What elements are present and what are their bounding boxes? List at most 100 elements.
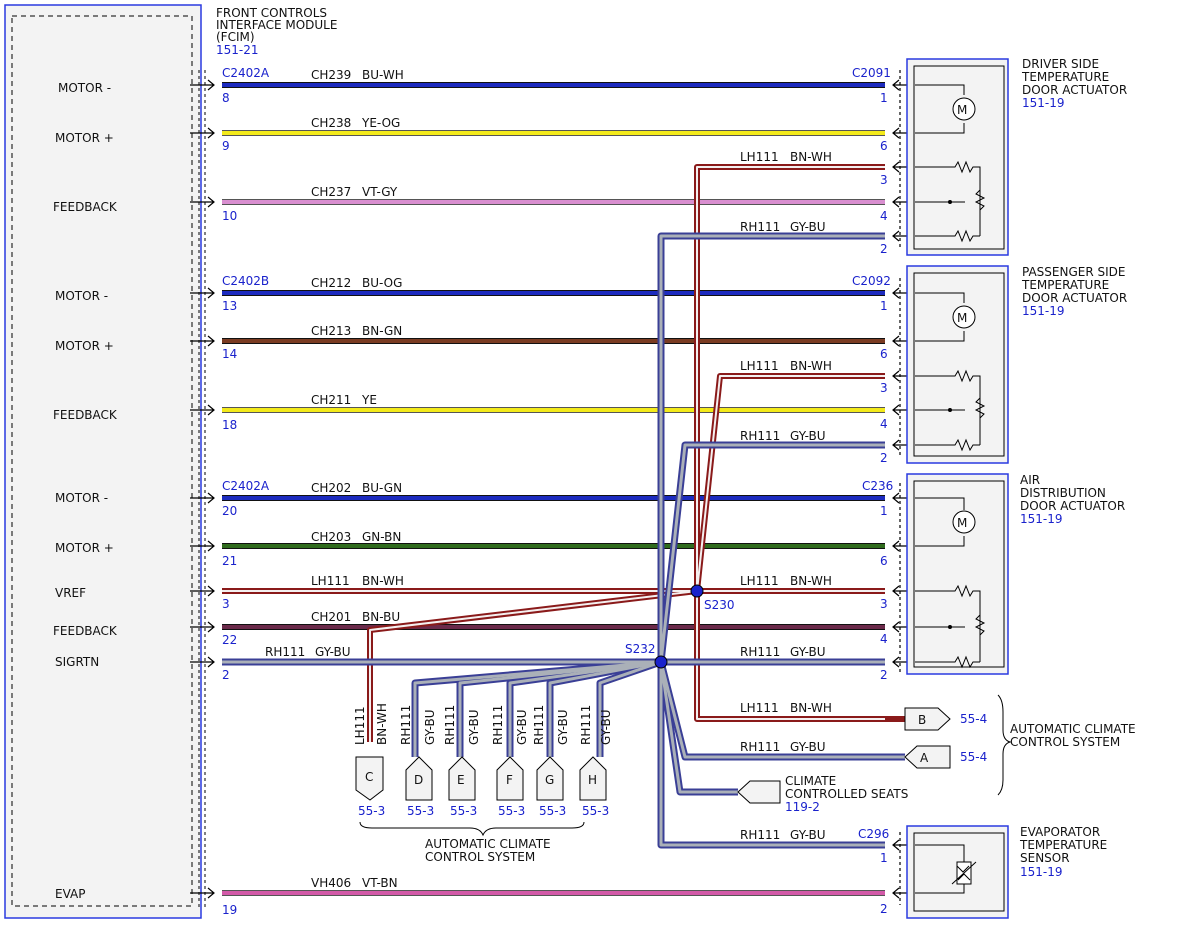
fcim-signal-labels: MOTOR - MOTOR + FEEDBACK MOTOR - MOTOR +… — [53, 81, 118, 901]
left-pin: 13 — [222, 299, 237, 313]
wire-circuit: RH111 — [740, 740, 780, 754]
offpage-f: F 55-3 RH111 GY-BU — [491, 705, 529, 818]
connector-id: C236 — [862, 479, 893, 493]
svg-text:M: M — [957, 516, 967, 530]
vert-color: GY-BU — [599, 709, 613, 745]
offpage-c: C 55-3 LH111 BN-WH — [353, 703, 389, 818]
splice-s232-dot — [654, 655, 668, 669]
component-name: DISTRIBUTION — [1020, 486, 1106, 500]
passenger-temp-actuator: M — [906, 265, 1009, 464]
offpage-e: E 55-3 RH111 GY-BU — [443, 705, 481, 818]
fcim-module: FRONT CONTROLS INTERFACE MODULE (FCIM) 1… — [4, 4, 337, 919]
right-pin: 4 — [880, 417, 888, 431]
wire-circuit: CH239 — [311, 68, 351, 82]
right-pin: 3 — [880, 381, 888, 395]
component-name: TEMPERATURE — [1019, 838, 1107, 852]
component-name: DOOR ACTUATOR — [1020, 499, 1125, 513]
component-ref: 151-19 — [1020, 512, 1063, 526]
signal-label: MOTOR + — [55, 339, 114, 353]
wire-circuit: LH111 — [740, 359, 779, 373]
fcim-title-3: (FCIM) — [216, 30, 255, 44]
right-pin: 4 — [880, 209, 888, 223]
offpage-connector-b — [904, 707, 951, 731]
wires — [222, 82, 905, 896]
offpage-h: H 55-3 RH111 GY-BU — [579, 705, 613, 818]
wire-circuit: CH202 — [311, 481, 351, 495]
wire-color: GY-BU — [790, 828, 826, 842]
wire-color: BN-WH — [790, 701, 832, 715]
right-offpage: B 55-4 A 55-4 AUTOMATIC CLIMATE CONTROL … — [885, 694, 1136, 796]
group-label: CONTROL SYSTEM — [425, 850, 535, 864]
wire-circuit: CH237 — [311, 185, 351, 199]
component-name: AIR — [1020, 473, 1040, 487]
connector-id: C296 — [858, 827, 889, 841]
signal-label: MOTOR - — [55, 491, 108, 505]
wire-circuit: RH111 — [740, 220, 780, 234]
signal-label: MOTOR - — [58, 81, 111, 95]
left-pin: 21 — [222, 554, 237, 568]
climate-seats-connector: CLIMATE CONTROLLED SEATS 119-2 — [737, 774, 908, 814]
vert-color: GY-BU — [515, 709, 529, 745]
svg-text:M: M — [957, 311, 967, 325]
right-pin: 3 — [880, 173, 888, 187]
wire-color: BN-WH — [790, 574, 832, 588]
group-label: AUTOMATIC CLIMATE — [1010, 722, 1136, 736]
pin-labels: C2402A C2091 C2402B C2092 C2402A C236 C2… — [222, 66, 893, 917]
splice-label: S232 — [625, 642, 656, 656]
offpage-ref: 55-4 — [960, 750, 987, 764]
offpage-letter: H — [588, 773, 597, 787]
signal-label: FEEDBACK — [53, 408, 118, 422]
offpage-letter: F — [506, 773, 513, 787]
air-distribution-actuator: M — [906, 473, 1009, 675]
wire-color: YE-OG — [361, 116, 400, 130]
fcim-title-1: FRONT CONTROLS — [216, 6, 327, 20]
connector-id: C2091 — [852, 66, 891, 80]
left-connector-arrows — [190, 79, 215, 899]
offpage-d: D 55-3 RH111 GY-BU — [399, 705, 437, 818]
left-pin: 20 — [222, 504, 237, 518]
wire-circuit: CH201 — [311, 610, 351, 624]
offpage-connector-a — [904, 745, 951, 769]
left-pin: 10 — [222, 209, 237, 223]
svg-text:M: M — [957, 103, 967, 117]
wire-circuit: RH111 — [740, 429, 780, 443]
offpage-letter: C — [365, 770, 373, 784]
left-pin: 18 — [222, 418, 237, 432]
wire-circuit: CH212 — [311, 276, 351, 290]
wire-color: BU-OG — [362, 276, 402, 290]
offpage-ref: 55-4 — [960, 712, 987, 726]
wire-color: GN-BN — [362, 530, 401, 544]
component-ref: 151-19 — [1020, 865, 1063, 879]
offpage-g: G 55-3 RH111 GY-BU — [532, 705, 570, 818]
group-label: CONTROL SYSTEM — [1010, 735, 1120, 749]
wire-circuit: LH111 — [740, 701, 779, 715]
wire-color: BN-GN — [362, 324, 402, 338]
wire-color: BN-WH — [790, 150, 832, 164]
seats-name: CONTROLLED SEATS — [785, 787, 908, 801]
left-pin: 2 — [222, 668, 230, 682]
offpage-letter: G — [545, 773, 554, 787]
left-pin: 9 — [222, 139, 230, 153]
wire-circuit: CH211 — [311, 393, 351, 407]
wire-color: GY-BU — [790, 429, 826, 443]
right-pin: 1 — [880, 299, 888, 313]
signal-label: VREF — [55, 586, 86, 600]
fcim-title-2: INTERFACE MODULE — [216, 18, 337, 32]
component-ref: 151-19 — [1022, 96, 1065, 110]
driver-temp-actuator: M — [906, 58, 1009, 256]
right-pin: 4 — [880, 632, 888, 646]
right-pin: 2 — [880, 668, 888, 682]
right-pin: 1 — [880, 91, 888, 105]
vert-circuit: RH111 — [491, 705, 505, 745]
signal-label: MOTOR - — [55, 289, 108, 303]
vert-color: GY-BU — [556, 709, 570, 745]
right-pin: 6 — [880, 139, 888, 153]
right-pin: 2 — [880, 242, 888, 256]
component-name: DOOR ACTUATOR — [1022, 83, 1127, 97]
vert-circuit: LH111 — [353, 706, 367, 745]
wire-circuit: VH406 — [311, 876, 351, 890]
signal-label: MOTOR + — [55, 541, 114, 555]
left-pin: 8 — [222, 91, 230, 105]
offpage-ref: 55-3 — [407, 804, 434, 818]
